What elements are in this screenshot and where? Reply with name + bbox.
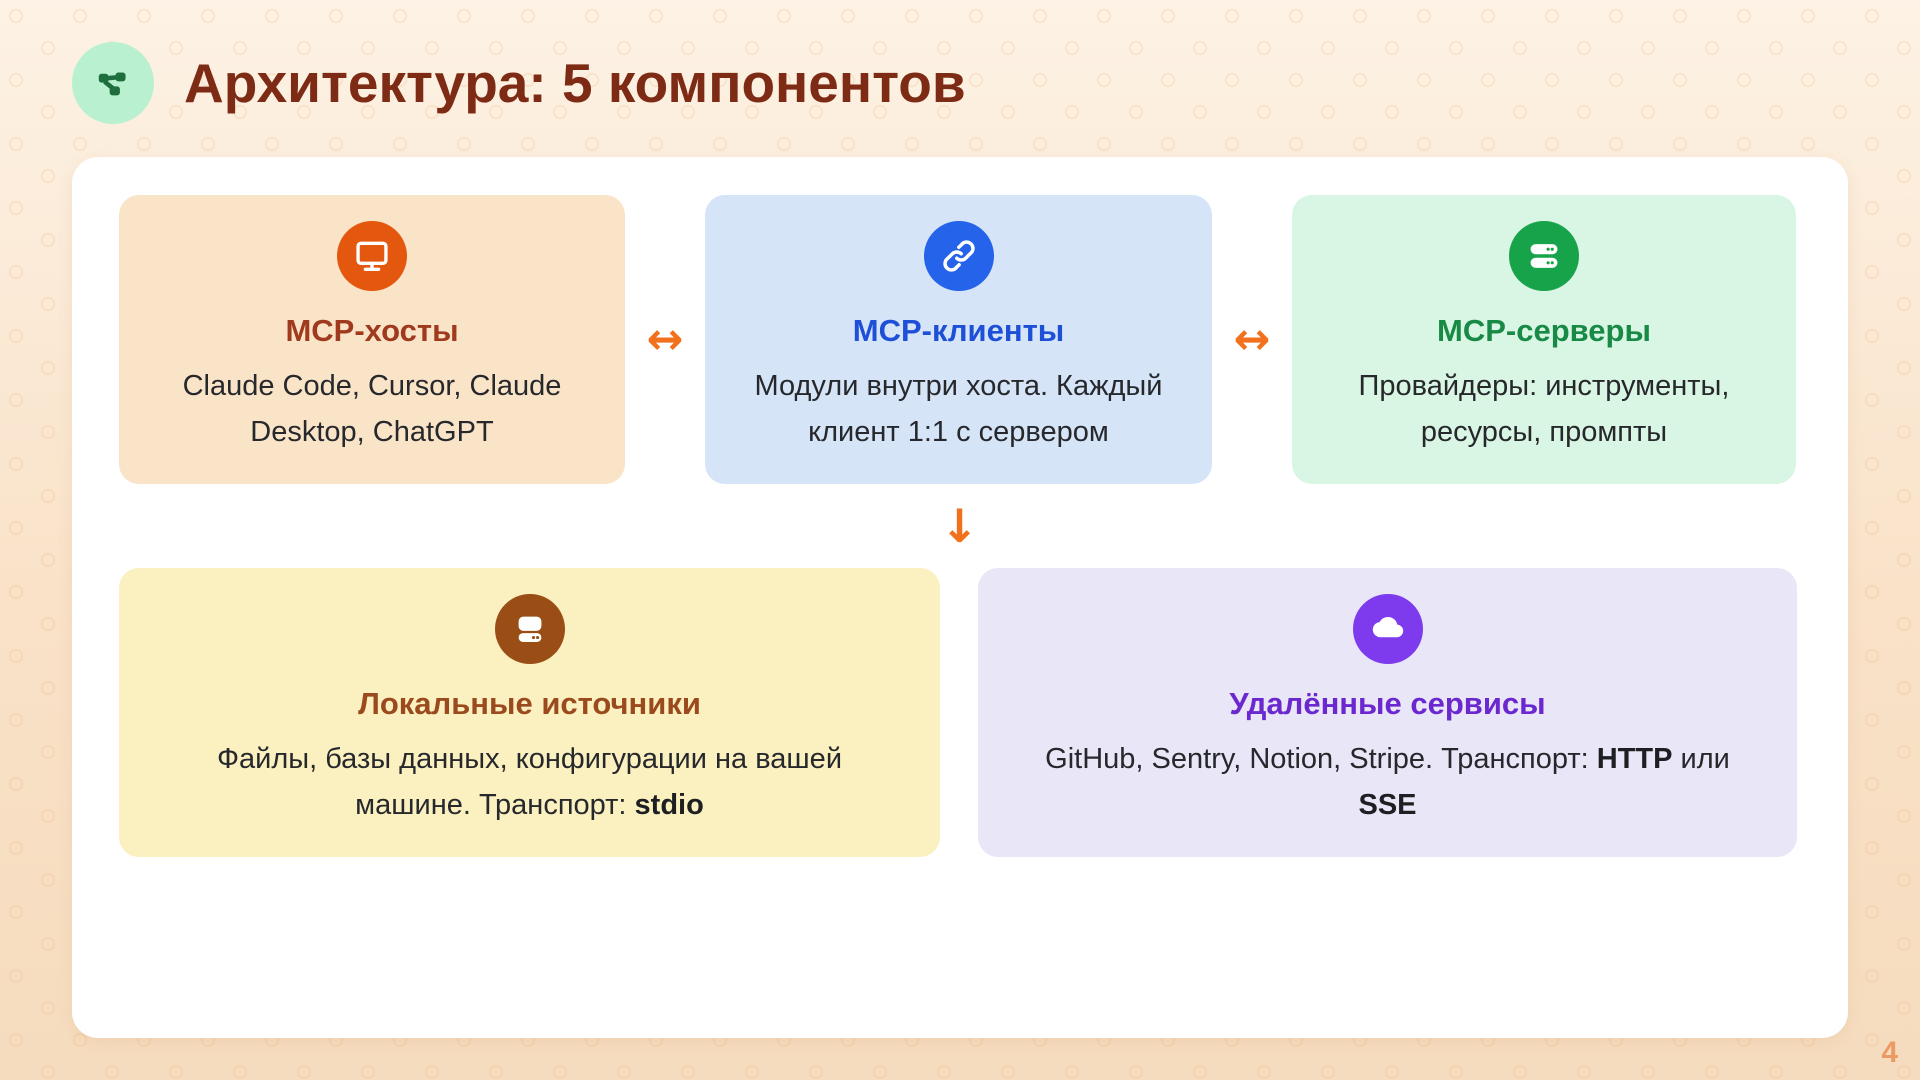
servers-icon-badge (1509, 221, 1579, 291)
page-title: Архитектура: 5 компонентов (184, 51, 966, 114)
logo-badge (72, 41, 154, 124)
local-description-line1: Файлы, базы данных, конфигурации на ваше… (216, 743, 843, 775)
local-description: Файлы, базы данных, конфигурации на ваше… (217, 736, 842, 828)
left-right-arrow: ↔ (646, 314, 684, 365)
box-mcp-hosts: MCP-хосты Claude Code, Cursor, Claude De… (119, 195, 625, 484)
servers-description-line1: Провайдеры: инструменты, (1358, 370, 1730, 402)
remote-icon-badge (1352, 594, 1423, 664)
hosts-title: MCP-хосты (285, 313, 459, 348)
local-title: Локальные источники (358, 686, 701, 721)
server-icon (1530, 244, 1558, 268)
clients-description: Модули внутри хоста. Каждый клиент 1:1 с… (755, 363, 1163, 455)
box-remote-services: Удалённые сервисы GitHub, Sentry, Notion… (978, 568, 1797, 857)
network-nodes-icon (98, 72, 126, 95)
cloud-icon (1372, 616, 1403, 638)
remote-description-line1: GitHub, Sentry, Notion, Stripe. Транспор… (1045, 736, 1730, 782)
box-local-sources: Локальные источники Файлы, базы данных, … (119, 568, 940, 857)
monitor-icon (356, 241, 388, 271)
clients-description-line2: клиент 1:1 с сервером (808, 416, 1109, 448)
down-arrow: ↓ (940, 499, 979, 553)
clients-title: MCP-клиенты (852, 313, 1065, 348)
servers-description-line2: ресурсы, промпты (1420, 416, 1668, 448)
remote-transport-text: GitHub, Sentry, Notion, Stripe. Транспор… (1045, 743, 1597, 775)
architecture-card: MCP-хосты Claude Code, Cursor, Claude De… (72, 157, 1848, 1038)
clients-description-line1: Модули внутри хоста. Каждый (754, 370, 1163, 402)
hosts-description: Claude Code, Cursor, Claude Desktop, Cha… (183, 363, 562, 455)
harddrive-icon (518, 616, 541, 642)
top-row: MCP-хосты Claude Code, Cursor, Claude De… (119, 195, 1800, 484)
remote-description-line2: SSE (1045, 782, 1730, 828)
remote-transport-http: HTTP (1596, 743, 1673, 775)
local-description-line2: машине. Транспорт: stdio (217, 782, 842, 828)
hosts-description-line2: Desktop, ChatGPT (250, 416, 494, 448)
remote-title: Удалённые сервисы (1229, 686, 1546, 721)
left-right-arrow: ↔ (1233, 314, 1271, 365)
box-mcp-servers: MCP-серверы Провайдеры: инструменты, рес… (1292, 195, 1796, 484)
link-icon (942, 240, 975, 272)
bottom-row: Локальные источники Файлы, базы данных, … (119, 568, 1800, 857)
local-transport-stdio: stdio (634, 789, 704, 821)
local-icon-badge (494, 594, 565, 664)
servers-description: Провайдеры: инструменты, ресурсы, промпт… (1359, 363, 1730, 455)
hosts-icon-badge (337, 221, 407, 291)
remote-transport-or: или (1672, 743, 1730, 775)
page-number: 4 (1881, 1036, 1898, 1069)
local-transport-text: машине. Транспорт: (355, 789, 635, 821)
clients-icon-badge (923, 221, 994, 291)
box-mcp-clients: MCP-клиенты Модули внутри хоста. Каждый … (705, 195, 1212, 484)
slide-header: Архитектура: 5 компонентов (72, 30, 966, 135)
remote-description: GitHub, Sentry, Notion, Stripe. Транспор… (1045, 736, 1730, 828)
remote-transport-sse: SSE (1358, 789, 1417, 821)
hosts-description-line1: Claude Code, Cursor, Claude (182, 370, 562, 402)
servers-title: MCP-серверы (1437, 313, 1651, 348)
